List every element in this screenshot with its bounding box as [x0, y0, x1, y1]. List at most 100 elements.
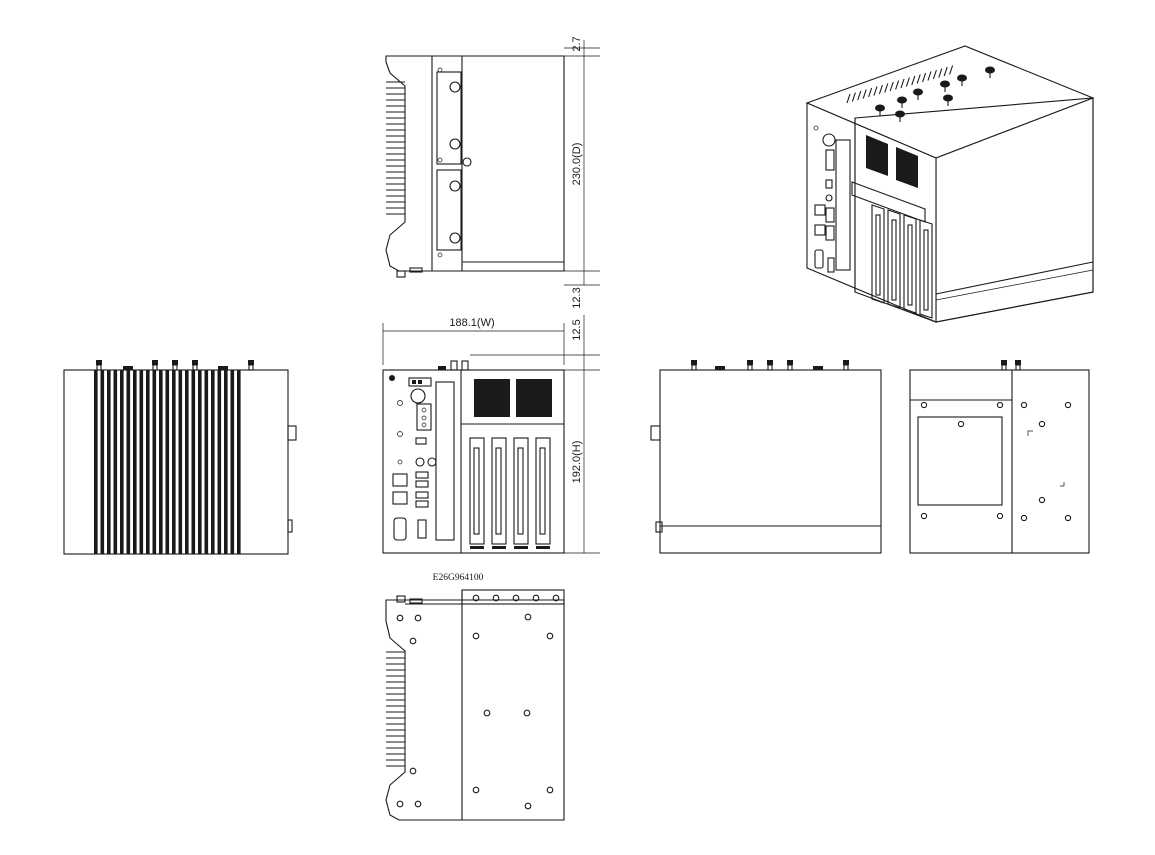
antenna-base: [787, 364, 793, 371]
fin-line: [943, 66, 948, 77]
dimension-depth: 230.0(D): [571, 143, 583, 186]
fin-line: [172, 370, 176, 554]
pcie-slot: [919, 219, 933, 319]
antenna-connector-icon: [767, 360, 773, 365]
fin-line: [857, 90, 862, 101]
screw-hole-icon: [546, 632, 554, 640]
screw-hole-icon: [472, 786, 480, 794]
fin-line: [120, 370, 124, 554]
heatsink-fins: [846, 65, 954, 104]
screw-hole-icon: [524, 613, 532, 621]
fin-line: [922, 72, 927, 83]
antenna-connector-icon: [192, 360, 198, 365]
usb-port-icon: [415, 471, 429, 479]
expansion-slots: [469, 437, 551, 549]
lan-port-icon: [392, 473, 408, 487]
dimension-gap-mid: 12.3: [571, 287, 583, 308]
screw-hole-icon: [1020, 514, 1028, 522]
stand-off: [123, 366, 133, 370]
fin-line: [185, 370, 189, 554]
isometric-view: [805, 45, 1095, 323]
fin-line: [905, 77, 910, 87]
screw-hole-icon: [996, 401, 1004, 409]
fin-line: [927, 71, 932, 81]
vent-grille-left: [474, 379, 510, 417]
screw-hole-icon: [472, 594, 480, 602]
screw-hole-icon: [996, 512, 1004, 520]
fin-line: [224, 370, 228, 554]
lan-port-icon: [814, 204, 826, 216]
slot-cover: [495, 447, 502, 535]
screw-icon: [462, 157, 472, 167]
fin-line: [868, 87, 873, 98]
slot-cover: [875, 214, 881, 296]
terminal-block: [416, 403, 432, 431]
usb-port-icon: [825, 207, 835, 223]
screw-hole-icon: [1038, 496, 1046, 504]
fin-line: [911, 75, 916, 86]
slot-cover: [923, 229, 929, 311]
fin-line: [139, 370, 144, 554]
dimension-antenna-gap: 12.5: [571, 319, 583, 340]
antenna-base: [691, 364, 697, 371]
stand-off: [715, 366, 725, 370]
antenna-connector-icon: [248, 360, 254, 365]
fin-line: [851, 92, 856, 102]
vent-grille-right: [516, 379, 552, 417]
drive-tray: [435, 381, 455, 541]
dimension-lines: [382, 40, 600, 554]
dimension-height: 192.0(H): [571, 441, 583, 484]
dimension-top-gap: 2.7: [571, 36, 583, 51]
screw-holes: [396, 594, 560, 810]
antenna-base: [152, 364, 158, 371]
pcie-slot: [513, 437, 529, 545]
screw-hole-icon: [546, 786, 554, 794]
antenna-connectors: [1001, 360, 1021, 371]
screw-hole-icon: [1038, 420, 1046, 428]
antenna-base: [172, 364, 178, 371]
screw-hole-icon: [414, 800, 422, 808]
fin-line: [165, 370, 170, 554]
fin-line: [133, 370, 137, 554]
fin-line: [198, 370, 202, 554]
antenna-connector-icon: [1015, 360, 1021, 365]
slot-cover: [907, 224, 913, 306]
fin-line: [895, 80, 900, 90]
pcie-slot: [903, 214, 917, 314]
antenna-connector-icon: [96, 360, 102, 365]
serial-port-icon: [393, 517, 407, 541]
antenna-base: [767, 364, 773, 371]
fin-line: [204, 370, 209, 554]
heatsink-fins: [386, 651, 405, 767]
fin-line: [878, 84, 883, 95]
antenna-base: [192, 364, 198, 371]
antenna-connector-icon: [787, 360, 793, 365]
slot-foot: [514, 546, 528, 549]
antenna-base: [96, 364, 102, 371]
lan-port-icon: [814, 224, 826, 236]
top-view: [385, 55, 565, 278]
fin-line: [191, 370, 196, 554]
screw-hole-icon: [1064, 401, 1072, 409]
screw-hole-icon: [414, 614, 422, 622]
pcie-slot: [469, 437, 485, 545]
antenna-base: [1001, 364, 1007, 371]
front-view: [382, 360, 565, 554]
power-button-icon: [410, 388, 426, 404]
bottom-view: [385, 589, 565, 821]
fin-line: [211, 370, 215, 554]
right-side-view: [909, 360, 1090, 554]
lan-port-icon: [392, 491, 408, 505]
fin-line: [900, 78, 905, 89]
screw-hole-icon: [552, 594, 560, 602]
antenna-base: [248, 364, 254, 371]
slot-cover: [891, 219, 897, 301]
heatsink-fins: [94, 370, 241, 554]
serial-port-icon: [814, 249, 824, 269]
fin-line: [873, 86, 878, 96]
antenna-base: [747, 364, 753, 371]
screw-hole-icon: [523, 709, 531, 717]
heatsink-fins: [386, 81, 405, 215]
stand-off: [813, 366, 823, 370]
